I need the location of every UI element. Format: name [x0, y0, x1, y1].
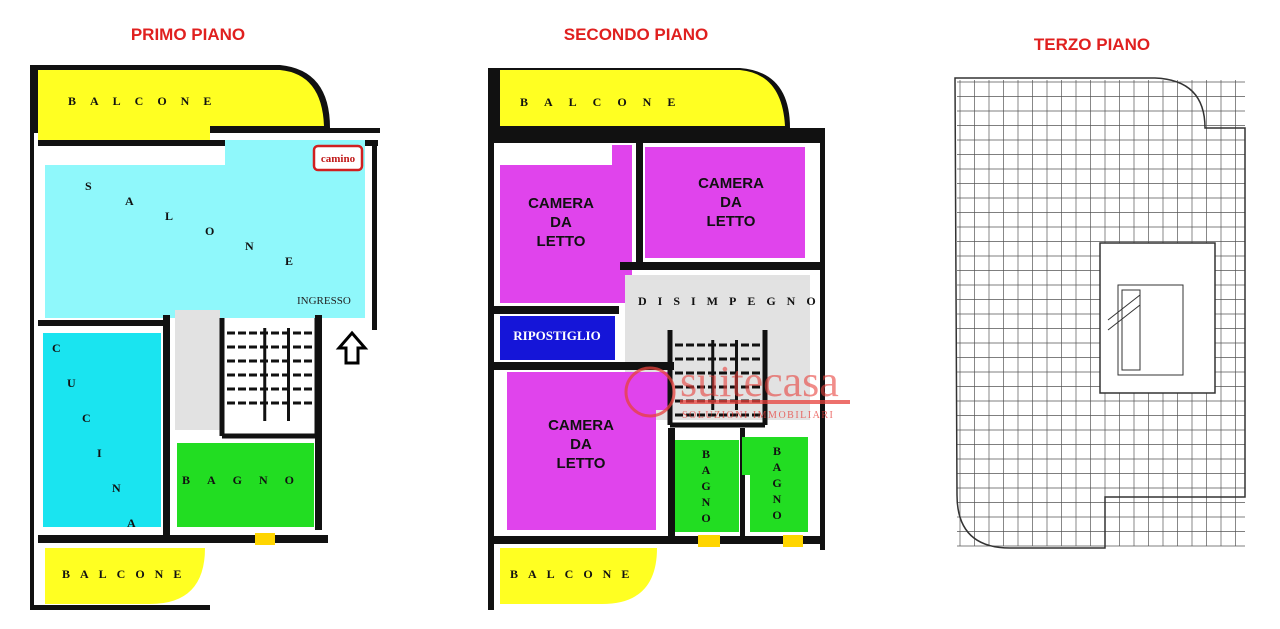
stair-core-inner	[1117, 284, 1184, 376]
room-bagno-label: BAGNO	[182, 473, 311, 487]
wall	[494, 133, 824, 143]
watermark-brand: suitecasa	[680, 357, 839, 406]
watermark-bar	[680, 400, 850, 404]
watermark-circle	[624, 366, 676, 418]
wall	[38, 140, 378, 146]
stair-flight	[1107, 294, 1141, 331]
fireplace-box	[312, 144, 364, 172]
room-bath-2	[742, 437, 808, 532]
room-bagno	[177, 443, 314, 527]
fireplace-label: camino	[321, 153, 356, 165]
wall	[620, 262, 820, 270]
wall	[494, 306, 619, 314]
corridor	[175, 310, 220, 430]
balcony-top	[38, 70, 324, 140]
window	[698, 535, 720, 547]
roof-terrace-outline	[954, 77, 1246, 549]
room-bath-1	[675, 440, 739, 532]
plan-primo-piano: BALCONE SALONE camino INGRESSO CUCINA BA…	[30, 65, 380, 610]
wall	[315, 315, 322, 530]
room-ripostiglio	[500, 316, 615, 360]
watermark-logo: suitecasa SOLUZIONI IMMOBILIARI	[624, 357, 850, 421]
balcony-bottom-label: BALCONE	[62, 567, 191, 581]
wall	[30, 605, 210, 610]
balcony-bottom	[45, 548, 205, 604]
wall	[372, 140, 377, 330]
wall	[494, 536, 824, 544]
plan-terzo-piano	[954, 77, 1246, 549]
room-bedroom-2	[645, 147, 805, 258]
balcony-top-label: BALCONE	[520, 95, 691, 109]
watermark-tagline: SOLUZIONI IMMOBILIARI	[682, 410, 834, 421]
staircase	[219, 318, 320, 439]
entrance-label: INGRESSO	[297, 295, 351, 307]
room-salone	[45, 140, 365, 318]
room-disimpegno-label: DISIMPEGNO	[638, 294, 827, 308]
balcony-bottom-label: BALCONE	[510, 567, 639, 581]
wall	[38, 320, 168, 326]
wall	[740, 428, 745, 538]
room-salone-label: SALONE	[85, 179, 293, 268]
floor-title-secondo: SECONDO PIANO	[564, 25, 709, 44]
wall	[668, 428, 675, 538]
wall	[494, 362, 674, 370]
balcony-top-label: BALCONE	[68, 94, 225, 108]
arrow-up-icon	[335, 330, 369, 365]
balcony-top	[500, 70, 785, 126]
room-ripostiglio-label: RIPOSTIGLIO	[513, 328, 600, 343]
stair-well	[1121, 289, 1141, 371]
window	[783, 535, 803, 547]
balcony-bottom	[500, 548, 657, 604]
floor-title-terzo: TERZO PIANO	[1034, 35, 1150, 54]
room-bedroom-1	[500, 145, 632, 303]
room-cucina	[43, 333, 161, 527]
wall	[636, 140, 643, 270]
wall	[163, 315, 170, 535]
stair-core	[1099, 242, 1216, 394]
window	[255, 533, 275, 545]
room-cucina-label: CUCINA	[52, 341, 136, 530]
floor-title-primo: PRIMO PIANO	[131, 25, 245, 44]
wall	[38, 535, 328, 543]
room-bedroom-3	[507, 372, 668, 530]
